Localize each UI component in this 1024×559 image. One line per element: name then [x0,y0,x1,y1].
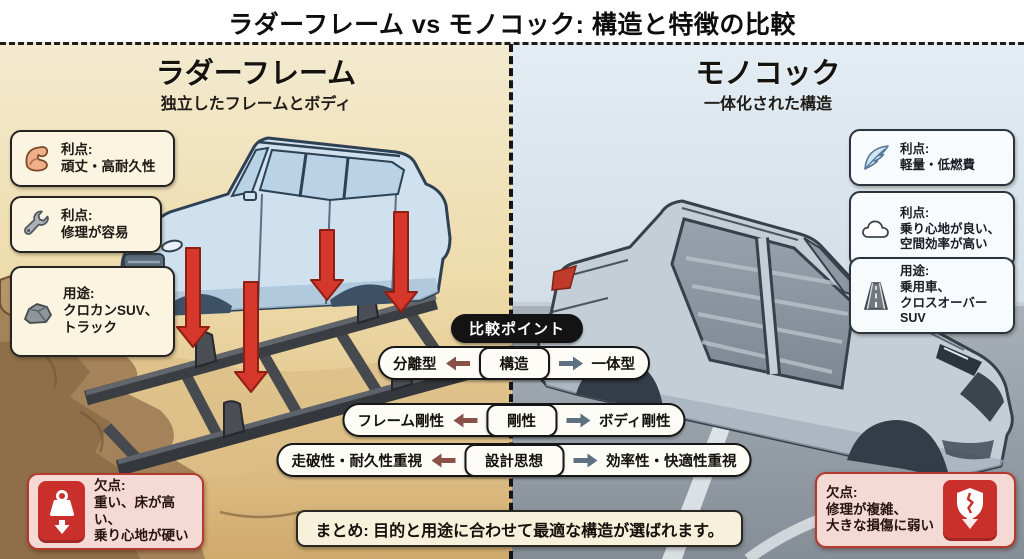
callout-label: 利点: [900,206,930,221]
callout-ladder-advantage-2: 利点:修理が容易 [10,196,162,253]
comparison-row-design-philosophy: 走破性・耐久性重視 設計思想 効率性・快適性重視 [276,443,752,477]
right-panel-subheading: 一体化された構造 [703,96,832,113]
callout-monocoque-drawback: 欠点:修理が複雑、 大きな損傷に弱い [815,472,1016,548]
comparison-category: 構造 [478,346,550,380]
rock-icon [21,296,55,328]
comparison-right-value: 効率性・快適性重視 [606,453,737,470]
callout-text: 重い、床が高い、 乗り心地が硬い [94,494,189,544]
callout-monocoque-advantage-1: 利点:軽量・低燃費 [849,129,1015,186]
suv-body [120,136,452,316]
comparison-category: 剛性 [486,403,558,437]
callout-text: クロカンSUV、 トラック [63,303,159,335]
weight-icon [38,480,85,543]
headlight [936,344,982,376]
callout-label: 利点: [61,141,93,157]
callout-text: 乗り心地が良い、 空間効率が高い [900,221,1001,252]
comparison-right-value: ボディ剛性 [599,413,671,430]
callout-monocoque-advantage-2: 利点:乗り心地が良い、 空間効率が高い [849,191,1015,268]
callout-ladder-drawback: 欠点:重い、床が高い、 乗り心地が硬い [27,473,204,550]
callout-label: 用途: [900,264,930,279]
callout-text: 頑丈・高耐久性 [61,158,156,174]
arrow-left-icon [445,356,470,370]
arrow-left-icon [431,453,455,467]
callout-text: 乗用車、 クロスオーバーSUV [900,279,988,326]
arrow-right-icon [566,413,591,427]
taillight [551,264,578,291]
grille [960,372,1004,422]
comparison-category: 設計思想 [464,443,564,477]
callout-label: 用途: [63,286,95,302]
callout-ladder-usage: 用途:クロカンSUV、 トラック [10,266,175,357]
road-icon [860,280,892,312]
comparison-left-value: 走破性・耐久性重視 [291,453,423,470]
arrow-right-icon [558,356,583,370]
page-title: ラダーフレーム vs モノコック: 構造と特徴の比較 [228,11,796,39]
left-panel-heading: ラダーフレーム [155,58,357,90]
callout-text: 軽量・低燃費 [900,157,976,172]
callout-text: 修理が複雑、 大きな損傷に弱い [826,501,934,534]
arrow-left-icon [453,413,478,427]
callout-text: 修理が容易 [61,224,129,240]
right-panel-heading: モノコック [695,58,841,90]
comparison-heading: 比較ポイント [450,314,584,343]
comparison-row-rigidity: フレーム剛性 剛性 ボディ剛性 [342,403,686,437]
callout-label: 利点: [900,141,930,156]
cracked-shield-icon [943,479,997,541]
comparison-right-value: 一体型 [591,356,636,373]
comparison-left-value: 分離型 [393,356,437,373]
callout-monocoque-usage: 用途:乗用車、 クロスオーバーSUV [849,257,1015,334]
comparison-left-value: フレーム剛性 [357,413,445,430]
callout-label: 欠点: [94,477,126,493]
muscle-icon [21,143,53,175]
load-arrows [176,211,418,393]
callout-label: 利点: [61,207,93,223]
feather-icon [860,142,892,174]
comparison-row-structure: 分離型 構造 一体型 [378,346,650,380]
center-divider [509,44,513,559]
summary-bar: まとめ: 目的と用途に合わせて最適な構造が選ばれます。 [296,510,743,547]
callout-label: 欠点: [826,484,858,500]
title-divider [0,42,1024,45]
wrench-icon [21,209,53,241]
cloud-icon [860,214,892,246]
left-panel-subheading: 独立したフレームとボディ [160,96,352,113]
callout-ladder-advantage-1: 利点:頑丈・高耐久性 [10,130,175,187]
arrow-right-icon [573,453,597,467]
